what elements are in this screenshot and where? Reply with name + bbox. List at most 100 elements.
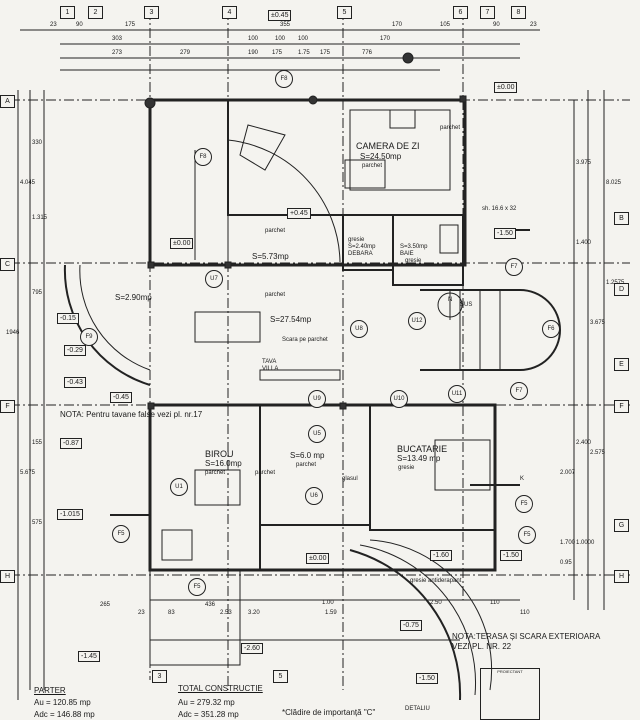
parter-adc: Adc = 146.88 mp	[34, 710, 95, 719]
room-corridor-area: S=6.0 mp	[290, 451, 325, 460]
dim-top: 100	[248, 36, 259, 42]
dim-top: 90	[76, 22, 83, 28]
elevation-box: -1.50	[500, 550, 522, 561]
room-study-floor: parchet	[205, 470, 226, 476]
tag-window: F5	[188, 578, 206, 596]
room-kitchen-floor: gresie	[398, 465, 415, 471]
dim-bottom: 2.50	[430, 600, 442, 606]
dim-top: 100	[275, 36, 286, 42]
room-storage-area: S=2.40mp	[348, 244, 376, 250]
room-living-floor: parchet	[362, 163, 383, 169]
dim-right: 1.700	[560, 540, 576, 546]
tag-door: U11	[448, 385, 466, 403]
tag-door: U12	[408, 312, 426, 330]
north-arrow-label: N	[448, 297, 453, 303]
total-adc: Adc = 351.28 mp	[178, 710, 239, 719]
dim-right: 3.675	[590, 320, 606, 326]
room-bath-area: S=3.50mp	[400, 244, 428, 250]
title-block-stamp: PROIECTANT	[480, 668, 540, 720]
elevation-box: ±0.00	[494, 82, 518, 93]
room-study-name: BIROU	[205, 449, 234, 459]
tag-door: U1	[170, 478, 188, 496]
grid-letter-h: H	[0, 570, 15, 583]
tag-window: F6	[542, 320, 560, 338]
dim-top: 170	[392, 22, 403, 28]
room-study-area: S=16.0mp	[205, 459, 242, 468]
grid-number-3: 3	[144, 6, 159, 19]
terrace-floor: gresie antiderapant	[410, 578, 462, 584]
grid-number-7: 7	[480, 6, 495, 19]
label-glass: glasul	[342, 476, 358, 482]
dim-left: 1.315	[32, 215, 48, 221]
dim-right: 3.975	[576, 160, 592, 166]
parter-au: Au = 120.85 mp	[34, 698, 91, 707]
dim-left: 795	[32, 290, 43, 296]
grid-letter-f-right: F	[614, 400, 629, 413]
room-storage-name: DEBARA	[348, 251, 373, 257]
dim-top: 23	[50, 22, 57, 28]
label-parchet: parchet	[440, 125, 461, 131]
dim-top: 90	[493, 22, 500, 28]
elevation-box: ±0.00	[306, 553, 330, 564]
elevation-box: +0.45	[287, 208, 311, 219]
total-title: TOTAL CONSTRUCTIE	[178, 684, 263, 693]
tag-window: F8	[194, 148, 212, 166]
dim-right: 2.007	[560, 470, 576, 476]
tag-door: U5	[308, 425, 326, 443]
dim-bottom: 265	[100, 602, 111, 608]
dim-top: 100	[298, 36, 309, 42]
grid-letter-c: C	[0, 258, 15, 271]
tag-door: U9	[308, 390, 326, 408]
label-tava-2: VILLA	[262, 366, 279, 372]
dim-left: 155	[32, 440, 43, 446]
dim-bottom: 110	[490, 600, 500, 606]
dim-top: 303	[112, 36, 123, 42]
room-kitchen-name: BUCATARIE	[397, 444, 448, 454]
dim-left: 4.045	[20, 180, 36, 186]
note-terrace: NOTA:TERASA ȘI SCARA EXTERIOARA VEZI PL.…	[452, 632, 600, 651]
dim-left: 5.675	[20, 470, 36, 476]
grid-number-bottom-5: 5	[273, 670, 288, 683]
grid-letter-g: G	[614, 519, 629, 532]
grid-number-4: 4	[222, 6, 237, 19]
tag-window: F5	[112, 525, 130, 543]
room-bath-floor: gresie	[405, 258, 422, 264]
total-au: Au = 279.32 mp	[178, 698, 235, 707]
dim-top: 279	[180, 50, 191, 56]
room-dining-stair: Scara pe parchet	[282, 337, 328, 343]
dim-top: 170	[380, 36, 391, 42]
elevation-box: -0.45	[110, 392, 132, 403]
elevation-box: -1.60	[430, 550, 452, 561]
label-sh: sh. 16.6 x 32	[482, 206, 517, 212]
dim-right: 8.025	[606, 180, 622, 186]
dim-top: 175	[125, 22, 136, 28]
elevation-box: ±0.45	[268, 10, 292, 21]
grid-number-8: 8	[511, 6, 526, 19]
grid-letter-b: B	[614, 212, 629, 225]
elevation-box: -1.50	[416, 673, 438, 684]
dim-top: 355	[280, 22, 291, 28]
importance-note: *Clădire de importanță "C"	[282, 708, 376, 717]
stamp-text: PROIECTANT	[497, 669, 523, 674]
elevation-box: -2.60	[241, 643, 263, 654]
label-k: K	[520, 476, 525, 482]
label-stair-up: SUS	[460, 302, 473, 308]
dim-top: 105	[440, 22, 451, 28]
grid-letter-h-right: H	[614, 570, 629, 583]
grid-number-1: 1	[60, 6, 75, 19]
room-kitchen-area: S=13.49 mp	[397, 454, 441, 463]
elevation-box: -1.45	[78, 651, 100, 662]
grid-number-bottom-3: 3	[152, 670, 167, 683]
tag-window: F5	[518, 526, 536, 544]
tag-window: F8	[275, 70, 293, 88]
grid-letter-d: D	[614, 283, 629, 296]
dim-bottom: 2.53	[220, 610, 232, 616]
dim-top: 190	[248, 50, 259, 56]
dim-left: 330	[32, 140, 43, 146]
grid-letter-f: F	[0, 400, 15, 413]
dim-right: 1.400	[576, 240, 592, 246]
label-tava: TAVA	[262, 359, 277, 365]
note-ceiling: NOTA: Pentru tavane false vezi pl. nr.17	[60, 410, 203, 419]
dim-bottom: 3.20	[248, 610, 260, 616]
room-hall-small-area: S=2.90mp	[115, 293, 152, 302]
